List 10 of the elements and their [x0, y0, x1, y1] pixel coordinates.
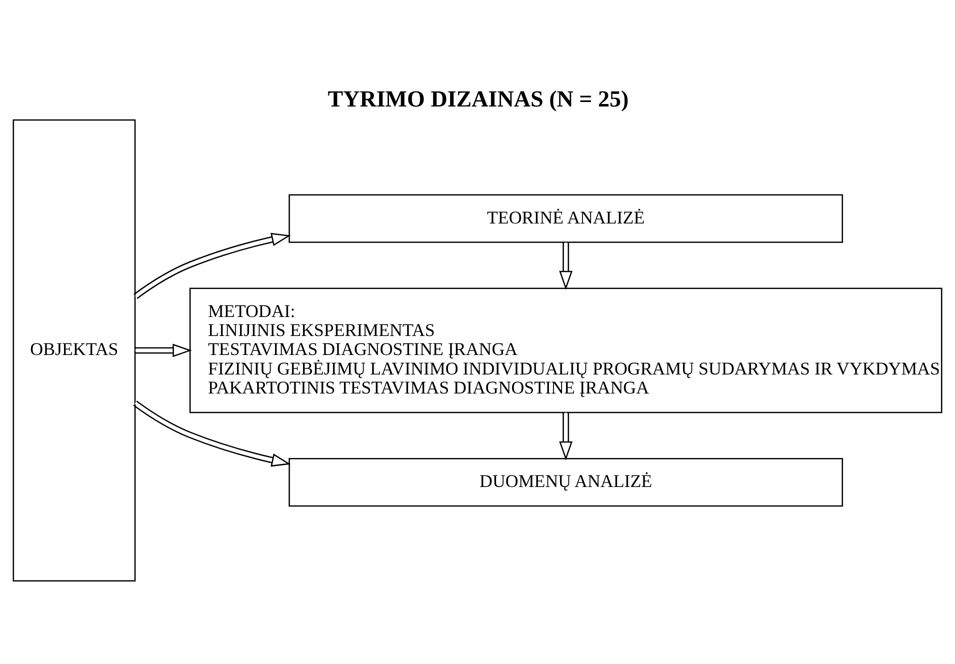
- arrow: [133, 400, 291, 466]
- node-box: DUOMENŲ ANALIZĖ: [288, 457, 844, 506]
- diagram-title: TYRIMO DIZAINAS (N = 25): [328, 84, 629, 111]
- arrow: [559, 242, 573, 290]
- node-box: OBJEKTAS: [12, 118, 136, 582]
- node-box: TEORINĖ ANALIZĖ: [288, 194, 844, 242]
- arrow: [135, 343, 192, 357]
- node-box: METODAI: LINIJINIS EKSPERIMENTAS TESTAVIMAS DIAGNOSTINE ĮRANGA FIZINIŲ GEBĖJIMŲ LAVINIMO INDIVIDUALIŲ PROGRAMŲ SUDARYMAS IR VYKDYMAS PAKARTOTINIS TESTAVIMAS DIAGNOSTINE ĮRANGA: [189, 287, 942, 413]
- arrow: [559, 412, 573, 460]
- arrow: [134, 232, 291, 298]
